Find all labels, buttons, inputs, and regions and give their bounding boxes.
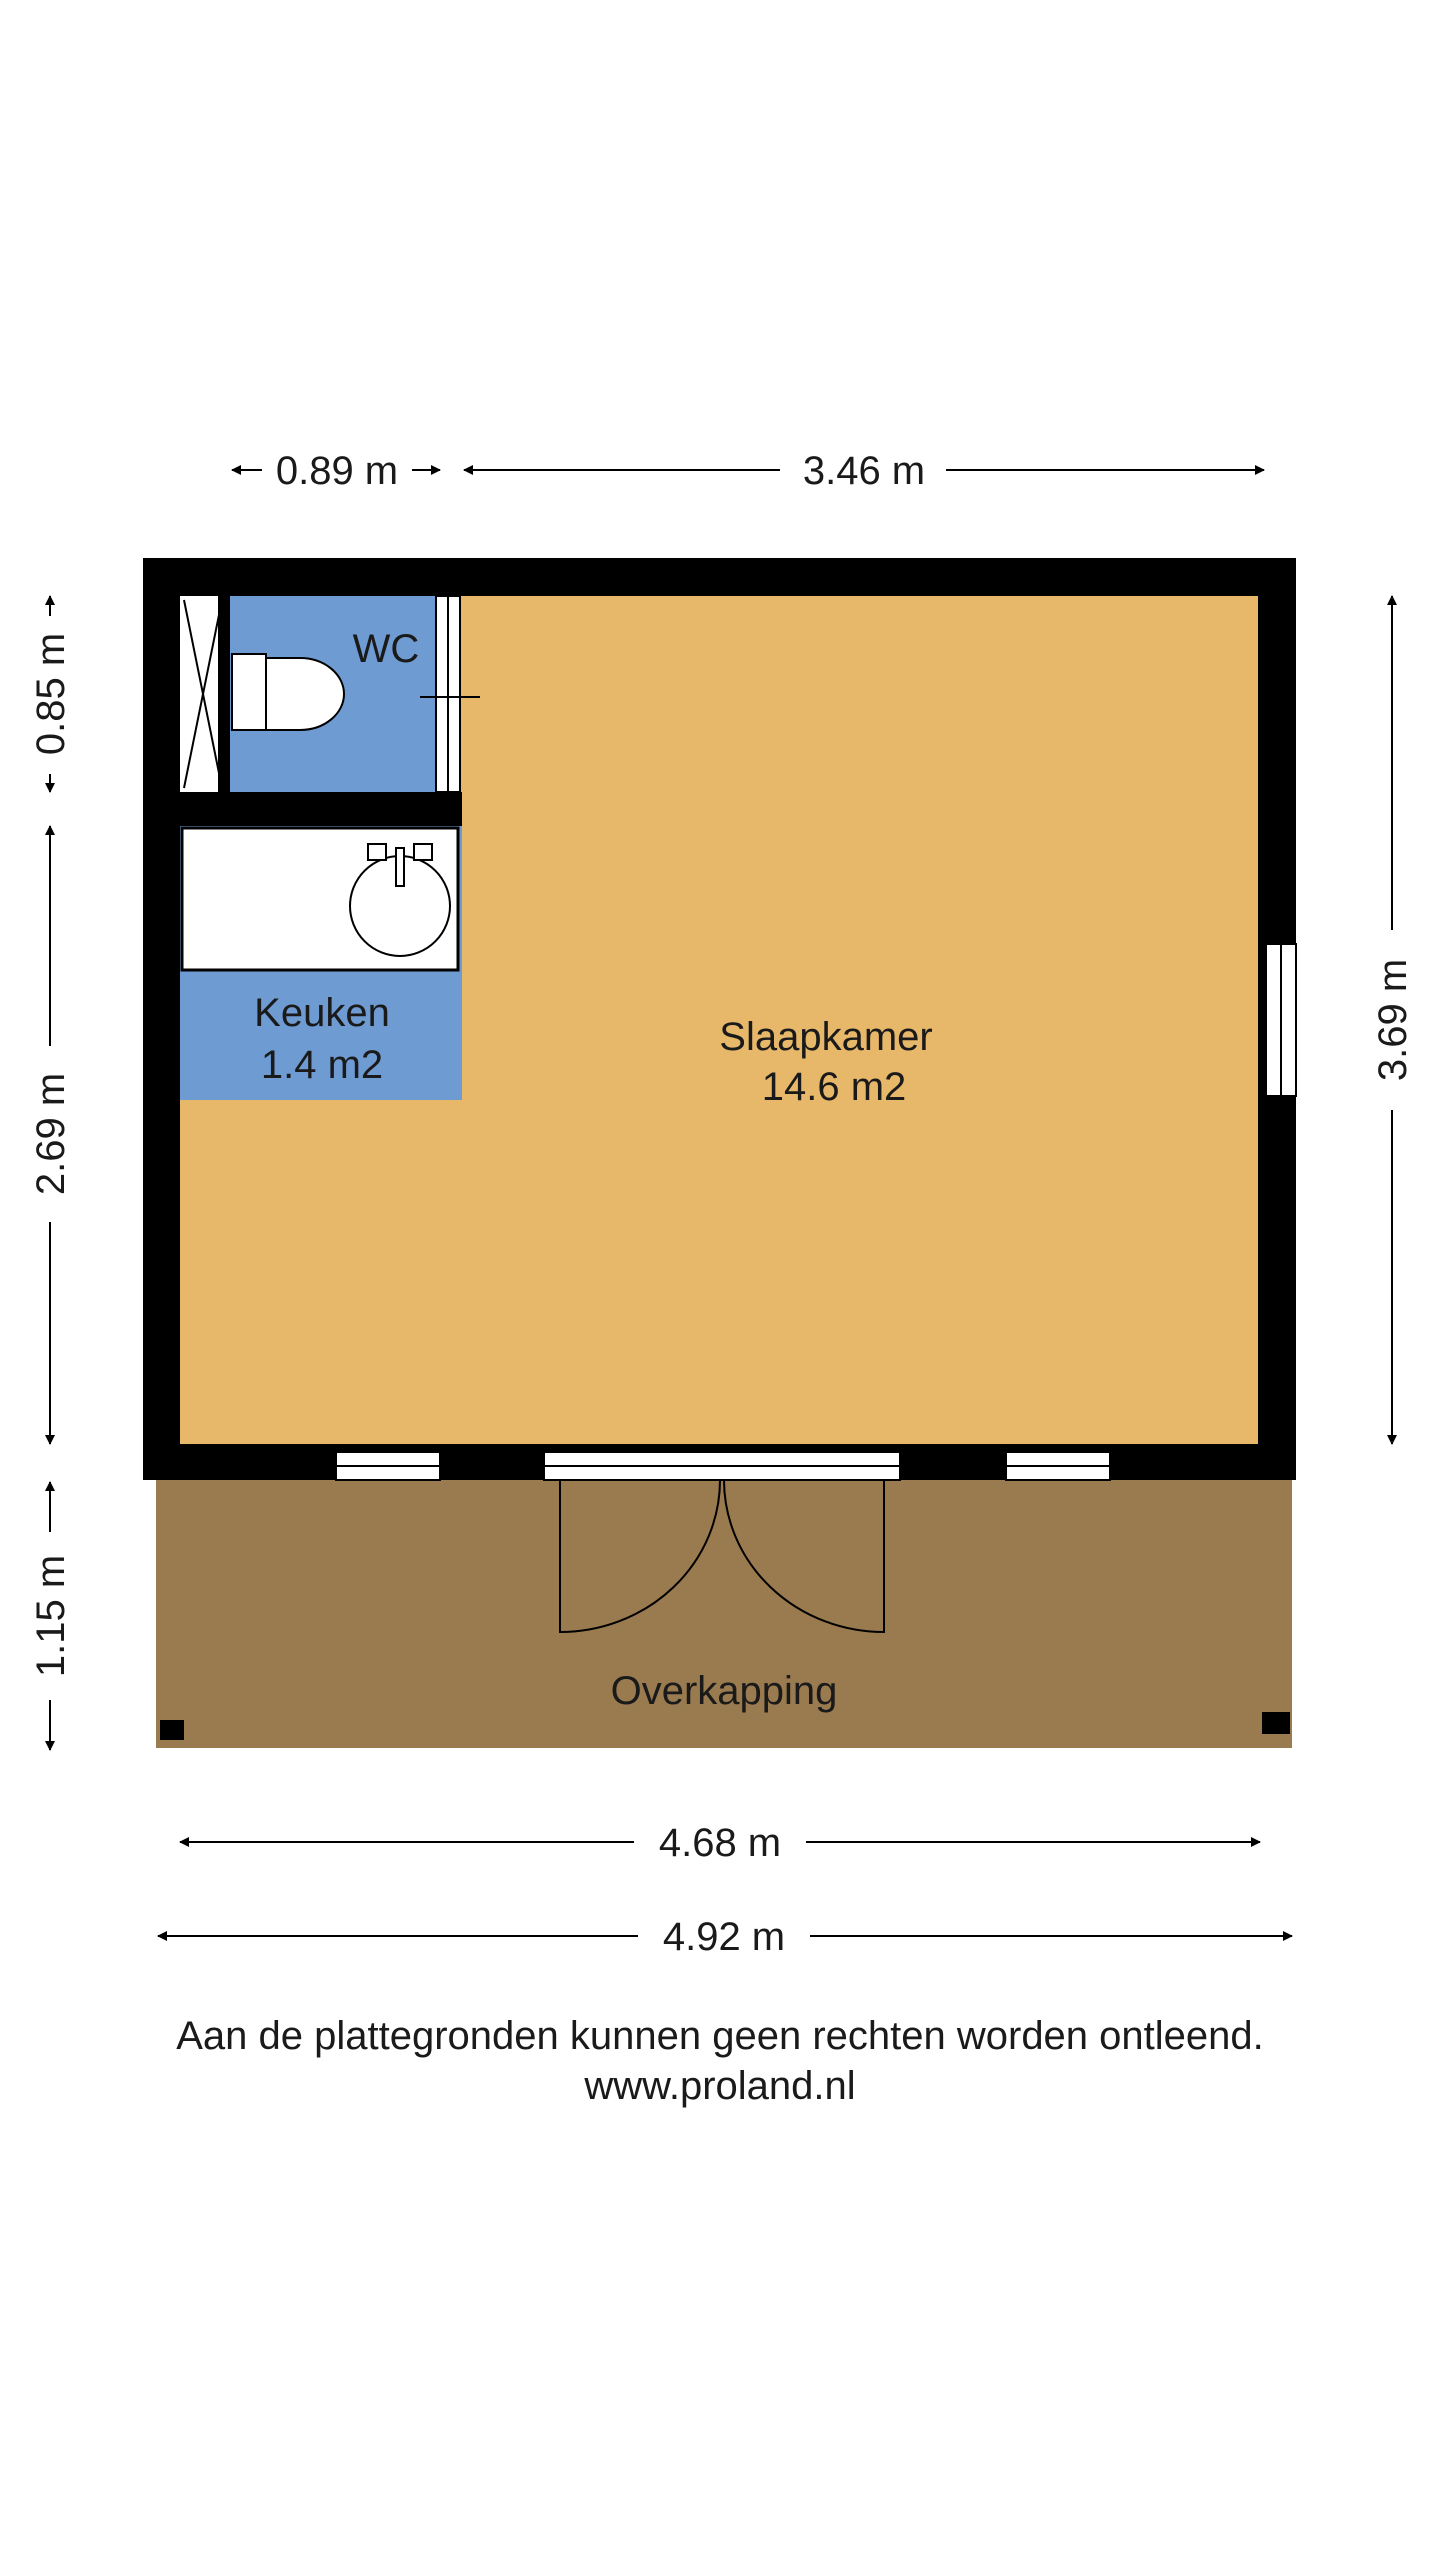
dim-bottom-outer: 4.92 m	[663, 1915, 785, 1959]
overkapping-floor	[156, 1480, 1292, 1748]
dim-top-right: 3.46 m	[803, 449, 925, 493]
keuken-name: Keuken	[254, 991, 390, 1035]
door-leaf-left	[559, 1479, 721, 1634]
faucet-left	[367, 843, 387, 861]
dim-top-left: 0.89 m	[276, 449, 398, 493]
terrace-post-right	[1262, 1712, 1290, 1734]
overkapping-label: Overkapping	[611, 1669, 838, 1713]
toilet-tank	[231, 653, 267, 731]
wc-keuken-wall	[180, 792, 462, 826]
website-link[interactable]: www.proland.nl	[584, 2064, 856, 2108]
dim-left-lower: 1.15 m	[29, 1555, 73, 1677]
dim-left-middle: 2.69 m	[29, 1073, 73, 1195]
faucet-spout	[395, 847, 405, 887]
dim-bottom-inner: 4.68 m	[659, 1821, 781, 1865]
slaapkamer-area: 14.6 m2	[762, 1065, 907, 1109]
dim-left-upper: 0.85 m	[29, 633, 73, 755]
terrace-post-left	[160, 1720, 184, 1740]
shaft-wall	[218, 596, 230, 792]
dim-right: 3.69 m	[1371, 959, 1415, 1081]
keuken-area: 1.4 m2	[261, 1043, 383, 1087]
wc-label: WC	[353, 627, 420, 671]
disclaimer-text: Aan de plattegronden kunnen geen rechten…	[176, 2014, 1264, 2058]
faucet-right	[413, 843, 433, 861]
shaft-cross-b	[183, 599, 223, 789]
slaapkamer-name: Slaapkamer	[719, 1015, 932, 1059]
door-leaf-right	[723, 1479, 885, 1634]
toilet-bowl	[265, 657, 345, 731]
